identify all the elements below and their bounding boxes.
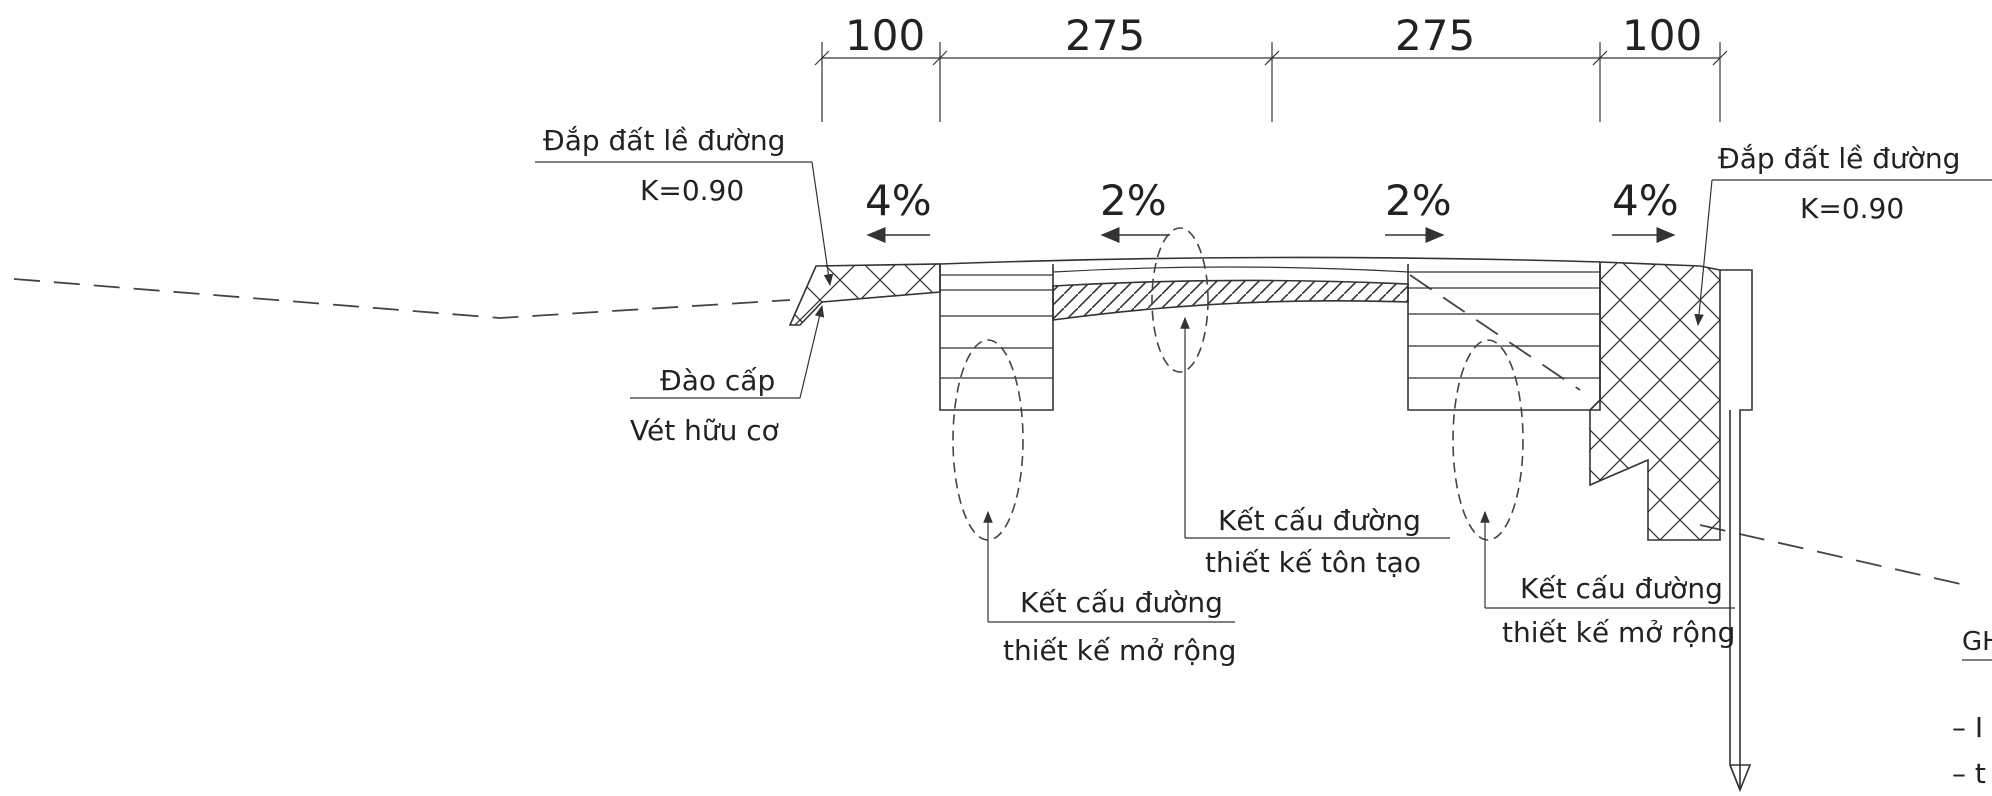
natural-ground-line-left [13,278,791,319]
center-structure-line1: Kết cấu đường [1218,504,1421,537]
right-fill-leader [1694,179,1713,327]
dimension-1: 100 [845,11,925,60]
slope-left-lane: 2% [1100,176,1167,225]
dimension-2: 275 [1065,11,1145,60]
left-shoulder-fill [788,263,941,326]
center-structure-line2: thiết kế tôn tạo [1205,546,1421,579]
slope-left-shoulder: 4% [865,176,932,225]
left-ext-line2: thiết kế mở rộng [1003,634,1236,667]
dimension-4: 100 [1622,11,1702,60]
left-fill-leader [811,161,834,287]
step-cut-leader [799,304,825,399]
left-widening-structure [939,264,1054,411]
notes-item-2: – t [1952,757,1986,790]
dimension-3: 275 [1395,11,1475,60]
ellipse-left-widening [952,339,1024,541]
step-cut-label: Đào cấp [660,364,775,397]
right-wall-tip [1729,764,1752,793]
ellipse-center-overlay [1151,227,1209,373]
slope-right-shoulder: 4% [1612,176,1679,225]
left-fill-label: Đắp đất lề đường [543,124,785,157]
existing-pavement-line [1052,266,1409,273]
ellipse-right-widening [1452,339,1524,541]
slope-right-lane: 2% [1385,176,1452,225]
right-ext-line1: Kết cấu đường [1520,572,1723,605]
organic-removal-label: Vét hữu cơ [630,414,779,447]
pavement-top [939,256,1601,265]
right-fill-label: Đắp đất lề đường [1718,142,1960,175]
right-fill-k: K=0.90 [1800,192,1904,225]
right-ext-line2: thiết kế mở rộng [1502,616,1735,649]
center-overlay-layer [1052,279,1409,321]
natural-ground-line-right [1409,274,1966,586]
right-widening-structure [1407,264,1601,411]
notes-item-1: – I [1952,711,1983,744]
left-ext-line1: Kết cấu đường [1020,586,1223,619]
notes-heading: GHI [1962,627,1992,657]
left-fill-k: K=0.90 [640,174,744,207]
right-shoulder-fill [1589,261,1721,541]
dimension-chain [814,42,1728,122]
